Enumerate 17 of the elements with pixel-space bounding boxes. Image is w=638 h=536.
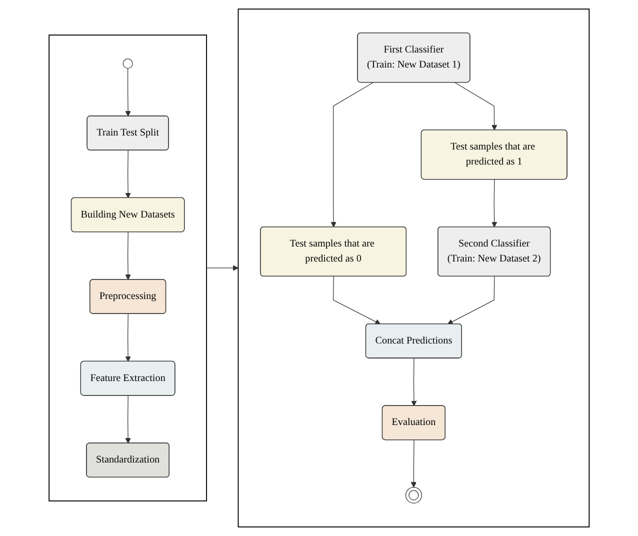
arrow <box>125 314 131 362</box>
cluster <box>48 34 207 502</box>
arrow <box>491 179 497 228</box>
arrow <box>125 68 131 116</box>
arrow <box>125 232 131 280</box>
arrow <box>125 395 131 444</box>
arrow <box>454 82 497 130</box>
arrow <box>206 265 238 271</box>
cluster <box>238 8 590 528</box>
arrow <box>410 440 416 488</box>
node-circle <box>405 486 422 504</box>
arrow <box>125 150 131 198</box>
arrow <box>447 276 495 324</box>
arrow <box>332 276 380 324</box>
node-circle <box>122 58 133 69</box>
arrow <box>411 358 417 406</box>
arrow <box>330 82 374 228</box>
